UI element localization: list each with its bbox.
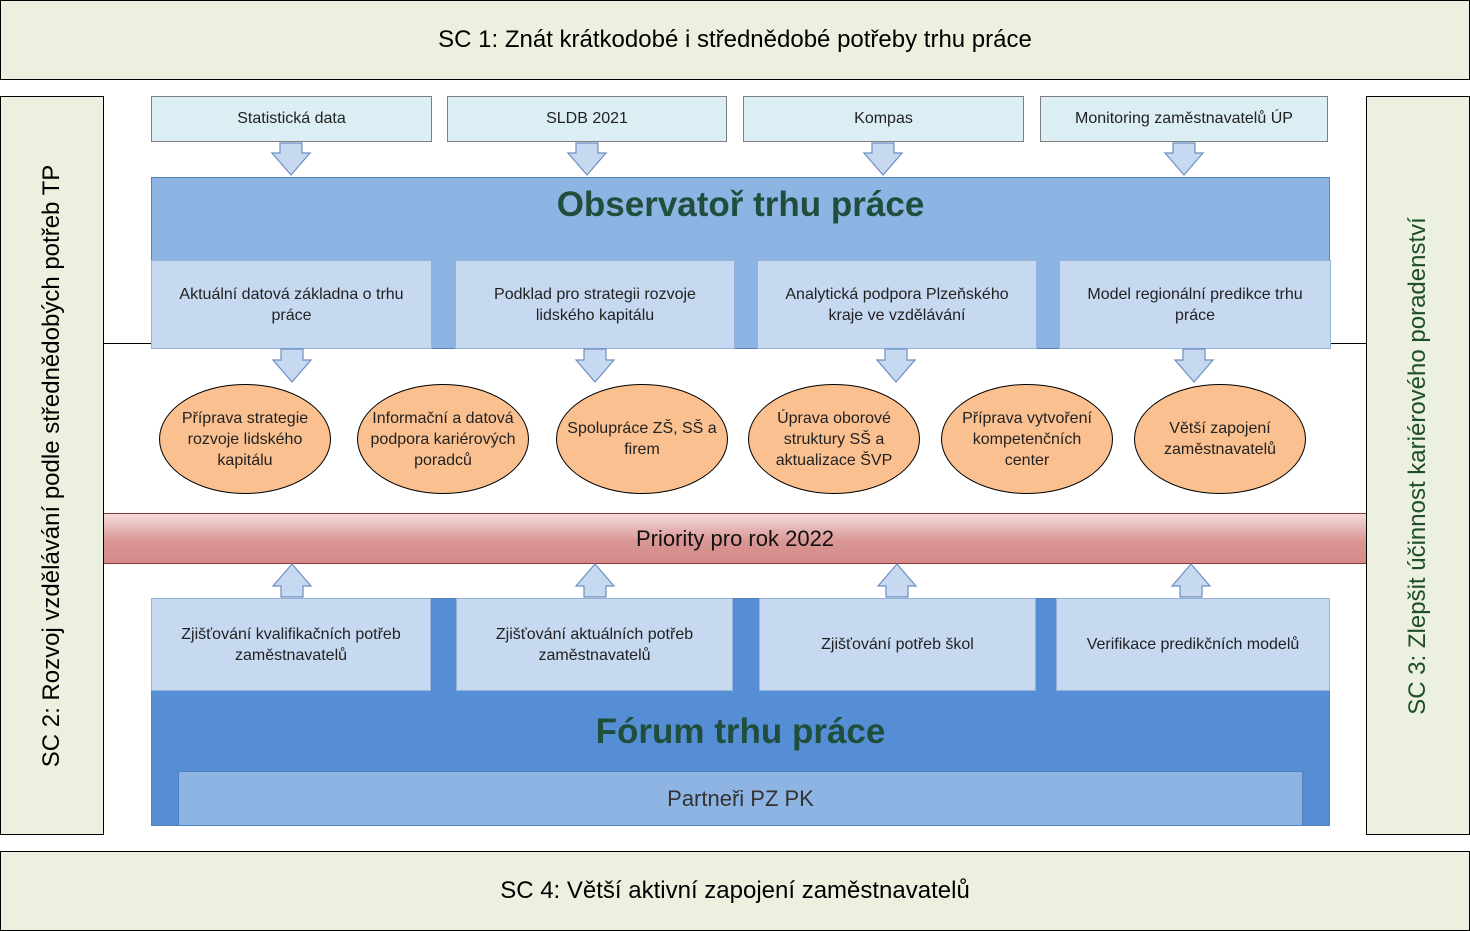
- priority-item: Úprava oborové struktury SŠ a aktualizac…: [748, 384, 920, 494]
- goal-sc1-label: SC 1: Znát krátkodobé i střednědobé potř…: [438, 26, 1032, 53]
- priority-label: Spolupráce ZŠ, SŠ a firem: [567, 420, 717, 458]
- source-label: SLDB 2021: [546, 110, 628, 127]
- goal-sc3: SC 3: Zlepšit účinnost kariérového porad…: [1366, 96, 1470, 835]
- goal-sc2-label: SC 2: Rozvoj vzdělávání podle střednědob…: [38, 164, 65, 767]
- activity-label: Zjišťování kvalifikačních potřeb zaměstn…: [181, 625, 401, 664]
- priority-label: Úprava oborové struktury SŠ a aktualizac…: [775, 409, 893, 469]
- observatory-output: Analytická podpora Plzeňského kraje ve v…: [757, 260, 1037, 349]
- activity-label: Zjišťování potřeb škol: [821, 636, 974, 653]
- source-label: Monitoring zaměstnavatelů ÚP: [1075, 110, 1293, 127]
- output-label: Model regionální predikce trhu práce: [1087, 285, 1303, 324]
- observatory-title: Observatoř trhu práce: [556, 185, 925, 224]
- goal-sc4: SC 4: Větší aktivní zapojení zaměstnavat…: [0, 851, 1470, 931]
- arrow-up-icon: [271, 563, 313, 598]
- partners-box: Partneři PZ PK: [178, 771, 1303, 826]
- arrow-up-icon: [876, 563, 918, 598]
- activity-label: Zjišťování aktuálních potřeb zaměstnavat…: [495, 625, 694, 664]
- forum-activity: Zjišťování kvalifikačních potřeb zaměstn…: [151, 598, 431, 691]
- arrow-down-icon: [862, 142, 904, 176]
- output-label: Aktuální datová základna o trhu práce: [179, 285, 404, 324]
- forum-activity: Zjišťování potřeb škol: [759, 598, 1036, 691]
- arrow-down-icon: [875, 348, 917, 383]
- partners-label: Partneři PZ PK: [667, 785, 814, 811]
- observatory-output: Aktuální datová základna o trhu práce: [151, 260, 432, 349]
- source-box: Statistická data: [151, 96, 432, 142]
- output-label: Analytická podpora Plzeňského kraje ve v…: [785, 285, 1009, 324]
- priority-label: Příprava strategie rozvoje lidského kapi…: [181, 409, 309, 469]
- arrow-down-icon: [270, 142, 312, 176]
- goal-sc2: SC 2: Rozvoj vzdělávání podle střednědob…: [0, 96, 104, 835]
- arrow-down-icon: [566, 142, 608, 176]
- observatory-output: Podklad pro strategii rozvoje lidského k…: [455, 260, 735, 349]
- priority-bar: Priority pro rok 2022: [104, 513, 1366, 564]
- arrow-down-icon: [1163, 142, 1205, 176]
- goal-sc1: SC 1: Znát krátkodobé i střednědobé potř…: [0, 0, 1470, 80]
- arrow-down-icon: [271, 348, 313, 383]
- forum-activity: Verifikace predikčních modelů: [1056, 598, 1330, 691]
- source-box: Kompas: [743, 96, 1024, 142]
- forum-title: Fórum trhu práce: [595, 712, 886, 751]
- priority-item: Spolupráce ZŠ, SŠ a firem: [556, 384, 728, 494]
- source-label: Kompas: [854, 110, 913, 127]
- activity-label: Verifikace predikčních modelů: [1086, 636, 1300, 653]
- observatory-output: Model regionální predikce trhu práce: [1059, 260, 1331, 349]
- arrow-up-icon: [1170, 563, 1212, 598]
- priority-item: Informační a datová podpora kariérových …: [357, 384, 529, 494]
- arrow-down-icon: [1173, 348, 1215, 383]
- goal-sc3-label: SC 3: Zlepšit účinnost kariérového porad…: [1404, 216, 1431, 715]
- source-label: Statistická data: [237, 110, 346, 127]
- priority-label: Informační a datová podpora kariérových …: [370, 409, 516, 469]
- priority-label: Příprava vytvoření kompetenčních center: [962, 409, 1092, 469]
- arrow-down-icon: [574, 348, 616, 383]
- goal-sc4-label: SC 4: Větší aktivní zapojení zaměstnavat…: [500, 877, 970, 904]
- forum-activity: Zjišťování aktuálních potřeb zaměstnavat…: [456, 598, 733, 691]
- priority-label: Větší zapojení zaměstnavatelů: [1163, 420, 1277, 458]
- priority-item: Příprava vytvoření kompetenčních center: [941, 384, 1113, 494]
- source-box: SLDB 2021: [447, 96, 727, 142]
- output-label: Podklad pro strategii rozvoje lidského k…: [494, 285, 696, 324]
- priority-item: Větší zapojení zaměstnavatelů: [1134, 384, 1306, 494]
- priority-bar-label: Priority pro rok 2022: [635, 525, 835, 551]
- source-box: Monitoring zaměstnavatelů ÚP: [1040, 96, 1328, 142]
- arrow-up-icon: [574, 563, 616, 598]
- priority-item: Příprava strategie rozvoje lidského kapi…: [159, 384, 331, 494]
